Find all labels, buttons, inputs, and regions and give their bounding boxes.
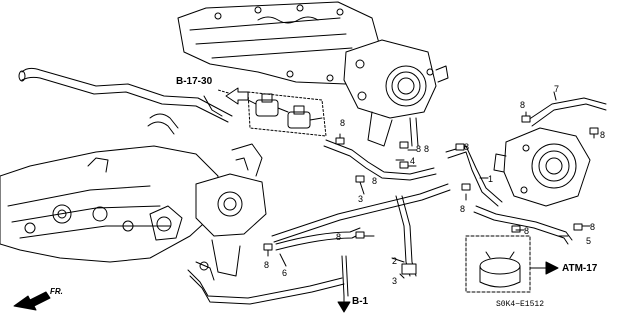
hose-5	[473, 205, 573, 245]
reference-b17-30: B-17-30	[176, 76, 213, 87]
atm-box	[465, 235, 531, 293]
part-number-8-c: 8	[464, 142, 470, 152]
engine-block	[0, 145, 219, 263]
part-number-8-f: 8	[600, 130, 606, 140]
part-number-8-e: 8	[520, 100, 526, 110]
part-number-8-d: 8	[460, 204, 466, 214]
b17-arrow	[225, 87, 249, 105]
part-number-2: 2	[392, 256, 398, 266]
part-number-8-j: 8	[264, 260, 270, 270]
leader-lines	[267, 91, 595, 279]
throttle-body-upper	[343, 39, 449, 147]
part-number-1: 1	[488, 174, 494, 184]
part-number-8-b: 8	[416, 144, 422, 154]
hose-2	[395, 195, 417, 277]
front-arrow-shape	[13, 291, 51, 311]
part-number-4: 4	[410, 156, 416, 166]
part-number-8-k: 8	[424, 144, 430, 154]
part-number-3-b: 3	[392, 276, 398, 286]
solenoid-valves	[243, 93, 323, 129]
part-number-8-g: 8	[590, 222, 596, 232]
atm-arrow-head	[545, 261, 559, 275]
water-pipe-lower	[187, 255, 349, 305]
pipe-diagonal	[271, 183, 451, 243]
hose-1	[445, 145, 503, 207]
reference-b1: B-1	[352, 296, 369, 307]
part-number-8-a: 8	[340, 118, 346, 128]
hose-4	[323, 117, 437, 181]
part-number-6: 7	[554, 84, 560, 94]
part-number-3-a: 3	[358, 194, 364, 204]
water-outlet-housing	[195, 143, 267, 281]
part-number-5: 5	[586, 236, 592, 246]
throttle-body-right	[493, 127, 591, 207]
atm-unit	[479, 251, 521, 288]
part-number-8-l: 8	[372, 176, 378, 186]
part-number-8-i: 8	[336, 232, 342, 242]
coolant-pipe-upper	[18, 67, 233, 135]
hose-7	[275, 227, 361, 251]
reference-atm17: ATM-17	[562, 263, 598, 274]
b1-arrow	[337, 301, 351, 313]
part-number-7: 6	[282, 268, 288, 278]
diagram-code: S0K4−E1512	[496, 300, 545, 309]
front-label: FR.	[50, 287, 63, 296]
hose-6	[527, 97, 607, 127]
part-number-8-h: 8	[524, 226, 530, 236]
